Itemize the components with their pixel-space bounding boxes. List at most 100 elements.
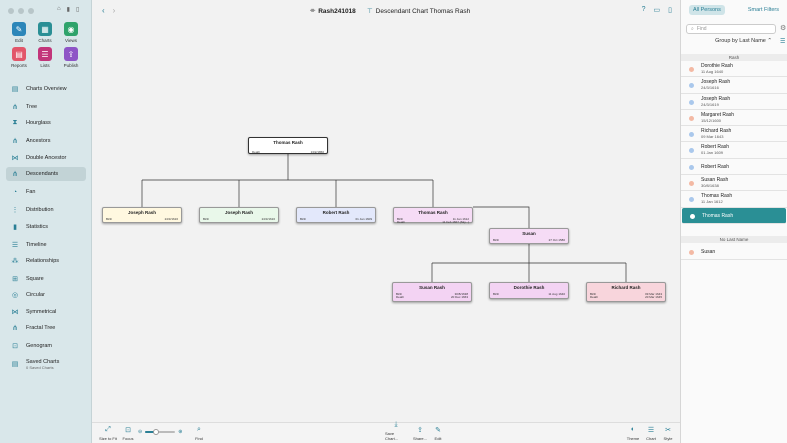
zoom-window-button[interactable] (28, 8, 34, 14)
main-area: ‹ › ⌯ Rash241018 ⊤ Descendant Chart Thom… (92, 0, 680, 443)
birth-row: Birth 24/3/1616 (203, 217, 275, 221)
chart-settings-button[interactable]: ☰Chart (640, 426, 662, 441)
relationships-icon: ⁂ (11, 257, 19, 265)
save-chart-button[interactable]: ⤓Save Chart... (385, 421, 407, 441)
birth-row: Birth 09 Mar 1643 (590, 292, 662, 296)
chevron-updown-icon: ⌃ (767, 38, 772, 44)
list-item[interactable]: Robert Rash (681, 159, 787, 176)
eye-icon: ◉ (64, 22, 78, 36)
size-to-fit-button[interactable]: ⤢ Size to Fit (97, 426, 119, 441)
gender-dot-icon (689, 115, 694, 121)
edit-button[interactable]: ✎Edit (427, 426, 449, 441)
sidebar-item-circular[interactable]: ◎Circular (6, 288, 86, 302)
sidebar-item-label: Saved Charts (26, 358, 60, 365)
hourglass-icon: ⧗ (12, 119, 18, 127)
bookmark-icon[interactable]: ▮ (66, 7, 70, 13)
search-field[interactable]: ⌕ Find (686, 24, 776, 34)
tool-lists-button[interactable]: ☰Lists (32, 47, 58, 68)
tag-icon[interactable]: ⌂ (57, 6, 61, 12)
person-name: Susan Rash (701, 177, 729, 184)
theme-button[interactable]: ◐ Theme (622, 426, 644, 441)
child-card-3[interactable]: Robert Rash Birth 01 Jan 1609 (296, 207, 376, 223)
inspector-toggle-icon[interactable]: ▯ (668, 7, 672, 14)
tool-label: Publish (63, 63, 79, 68)
person-name: Thomas Rash (273, 140, 303, 145)
close-window-button[interactable] (8, 8, 14, 14)
toolbar-label: Size to Fit (99, 436, 117, 441)
sidebar-toggle-icon[interactable]: ▯ (75, 7, 80, 13)
charts-overview-icon: ▤ (11, 86, 19, 93)
tool-publish-button[interactable]: ⇪Publish (58, 47, 84, 68)
sidebar-item-fan[interactable]: ◔Fan (6, 185, 86, 199)
sidebar-item-tree[interactable]: ⋔Tree (6, 100, 86, 114)
sidebar-item-hourglass[interactable]: ⧗Hourglass (6, 116, 86, 130)
grandchild-card-3[interactable]: Richard Rash Birth 09 Mar 1643 Death 20 … (586, 282, 666, 302)
group-by-select[interactable]: Group by Last Name ⌃ (715, 38, 772, 44)
sidebar-item-charts-overview[interactable]: ▤Charts Overview (6, 82, 86, 96)
sidebar-item-ancestors[interactable]: ⋔Ancestors (6, 134, 86, 148)
persons-list-no-last-name: Susan (681, 244, 787, 261)
tool-charts-button[interactable]: ▦Charts (32, 22, 58, 43)
tool-views-button[interactable]: ◉Views (58, 22, 84, 43)
size-to-fit-icon: ⤢ (105, 426, 111, 433)
zoom-slider[interactable] (145, 429, 176, 435)
gear-icon[interactable]: ⚙ (780, 25, 787, 32)
sort-icon[interactable]: ☰ (780, 39, 786, 45)
tab-all-persons[interactable]: All Persons (689, 5, 725, 15)
distribution-icon: ⋮ (11, 207, 19, 215)
section-header-no-last-name: No Last Name (681, 236, 787, 243)
toolbar-label: Theme (626, 436, 640, 441)
sidebar-item-distribution[interactable]: ⋮Distribution (6, 203, 86, 217)
sidebar-item-statistics[interactable]: ▮Statistics (6, 220, 86, 234)
child-card-2[interactable]: Joseph Rash Birth 24/3/1616 (199, 207, 279, 223)
sidebar-item-timeline[interactable]: ☰Timeline (6, 238, 86, 252)
sidebar-item-genogram[interactable]: ⊡Genogram (6, 339, 86, 353)
window-layout-icon[interactable]: ▭ (653, 7, 661, 14)
search-placeholder: Find (696, 26, 707, 32)
tab-smart-filters[interactable]: Smart Filters (747, 7, 779, 13)
zoom-in-icon[interactable]: ⊕ (178, 429, 183, 435)
find-button[interactable]: ⌕Find (188, 426, 210, 441)
list-item[interactable]: Thomas Rash (682, 207, 786, 224)
share-button[interactable]: ⇪Share... (409, 426, 431, 441)
square-icon: ⊞ (12, 275, 18, 283)
theme-icon: ◐ (630, 426, 636, 433)
sidebar-item-square[interactable]: ⊞Square (6, 272, 86, 286)
person-name: Dorothie Rash (513, 285, 545, 290)
spouse-card[interactable]: Susan Birth 27 Oct 1580 (489, 228, 569, 244)
grandchild-card-1[interactable]: Susan Rash Birth 30/8/1638 Death 20 Dec … (392, 282, 472, 302)
sidebar-item-fractal-tree[interactable]: ⋔Fractal Tree (6, 321, 86, 335)
sidebar-item-relationships[interactable]: ⁂Relationships (6, 254, 86, 268)
saved-charts-count: 0 Saved Charts (26, 364, 54, 370)
chart-canvas[interactable]: Thomas Rash Death 13/2/1860 Joseph Rash … (92, 22, 680, 422)
child-card-1[interactable]: Joseph Rash Birth 24/3/1616 (102, 207, 182, 223)
zoom-control: ⊖ ⊕ (138, 429, 182, 435)
style-button[interactable]: ✂Style (657, 426, 679, 441)
sidebar-item-descendants[interactable]: ⋔Descendants (6, 167, 86, 182)
grandchild-card-2[interactable]: Dorothie Rash Birth 11 Aug 1640 (489, 282, 569, 299)
list-item[interactable]: Susan (681, 244, 787, 261)
back-icon[interactable]: ‹ (102, 6, 105, 15)
child-card-4[interactable]: Thomas Rash Birth 11 Jan 1612 Death 11 F… (393, 207, 473, 224)
tool-edit-button[interactable]: ✎Edit (6, 22, 32, 43)
help-icon[interactable]: ? (641, 6, 646, 13)
tool-reports-button[interactable]: ▤Reports (6, 47, 32, 68)
forward-icon[interactable]: › (112, 6, 116, 15)
zoom-out-icon[interactable]: ⊖ (138, 429, 143, 435)
root-person-card[interactable]: Thomas Rash Death 13/2/1860 (248, 137, 328, 154)
sidebar-item-double-ancestor[interactable]: ⋈Double Ancestor (6, 151, 86, 165)
zoom-slider-knob[interactable] (152, 429, 159, 435)
focus-button[interactable]: ⊡Focus (117, 426, 139, 441)
person-name: Thomas Rash (418, 210, 448, 215)
minimize-window-button[interactable] (18, 8, 24, 14)
sidebar-item-symmetrical[interactable]: ⋈Symmetrical (6, 305, 86, 319)
